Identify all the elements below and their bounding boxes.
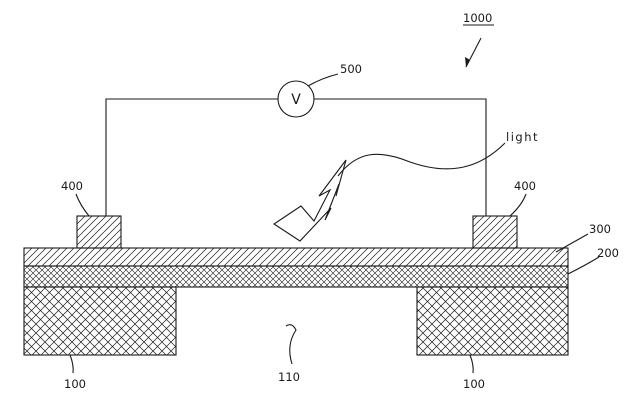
leader-400-right [509,193,527,217]
layer-300 [23,247,569,267]
leader-400-left [75,193,90,217]
figure-arrowhead [465,57,470,67]
label-light: light [506,130,539,144]
label-500: 500 [340,62,362,76]
leader-300 [555,233,589,253]
voltmeter-symbol: V [291,92,301,108]
light-leader [337,142,506,177]
leader-100-left [69,354,74,374]
label-100-right: 100 [463,377,485,391]
label-400-left: 400 [61,179,83,193]
voltmeter [277,80,315,118]
electrode-left [76,215,122,249]
electrode-right [472,215,518,249]
label-400-right: 400 [514,179,536,193]
circuit-wire [105,98,487,216]
leader-100-right [469,354,474,374]
substrate-right [416,286,569,356]
label-100-left: 100 [64,377,86,391]
layer-200 [23,265,569,288]
label-300: 300 [589,222,611,236]
label-110: 110 [278,370,300,384]
leader-110 [285,324,297,365]
figure-number-label: 1000 [463,11,492,25]
leader-200 [567,256,600,275]
label-200: 200 [597,246,619,260]
lightning-bolt-icon [273,159,347,242]
voltmeter-leader [307,73,339,87]
substrate-left [23,286,177,356]
